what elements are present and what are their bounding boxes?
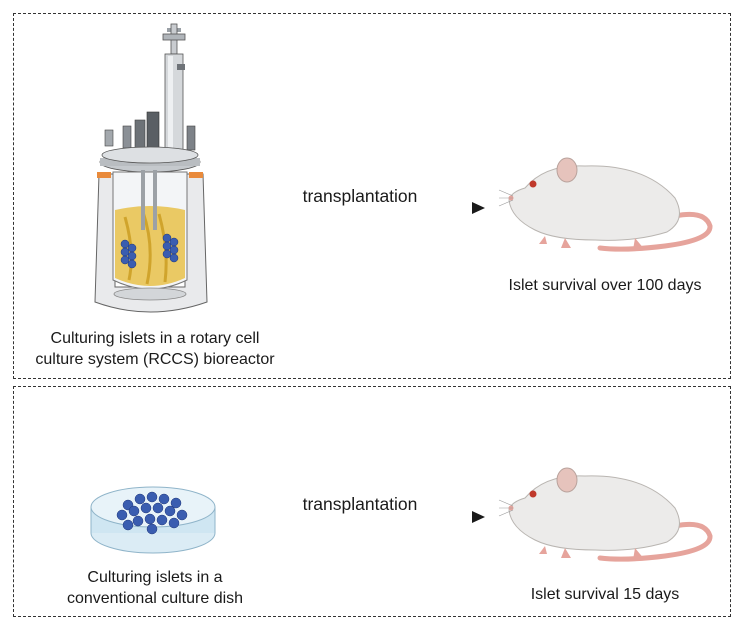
rccs-caption-line1: Culturing islets in a rotary cell bbox=[50, 330, 260, 347]
culture-dish-icon bbox=[90, 486, 216, 554]
mouse-icon-bottom bbox=[498, 467, 713, 562]
dish-caption-line2: conventional culture dish bbox=[66, 590, 244, 607]
bottom-transplant-arrow bbox=[240, 511, 485, 523]
rccs-panel bbox=[13, 13, 731, 379]
bottom-outcome: Islet survival 15 days bbox=[530, 586, 680, 603]
mouse-icon-top bbox=[498, 157, 713, 252]
top-outcome: Islet survival over 100 days bbox=[508, 277, 702, 294]
top-arrow-label: transplantation bbox=[302, 186, 418, 206]
dish-caption: Culturing islets in a conventional cultu… bbox=[50, 567, 260, 609]
dish-caption-line1: Culturing islets in a bbox=[87, 569, 223, 586]
bioreactor-icon bbox=[94, 23, 208, 313]
rccs-caption-line2: culture system (RCCS) bioreactor bbox=[35, 351, 275, 368]
rccs-caption: Culturing islets in a rotary cell cultur… bbox=[20, 328, 290, 370]
dish-panel bbox=[13, 386, 731, 617]
bottom-arrow-label: transplantation bbox=[302, 494, 418, 514]
top-transplant-arrow bbox=[240, 202, 485, 214]
